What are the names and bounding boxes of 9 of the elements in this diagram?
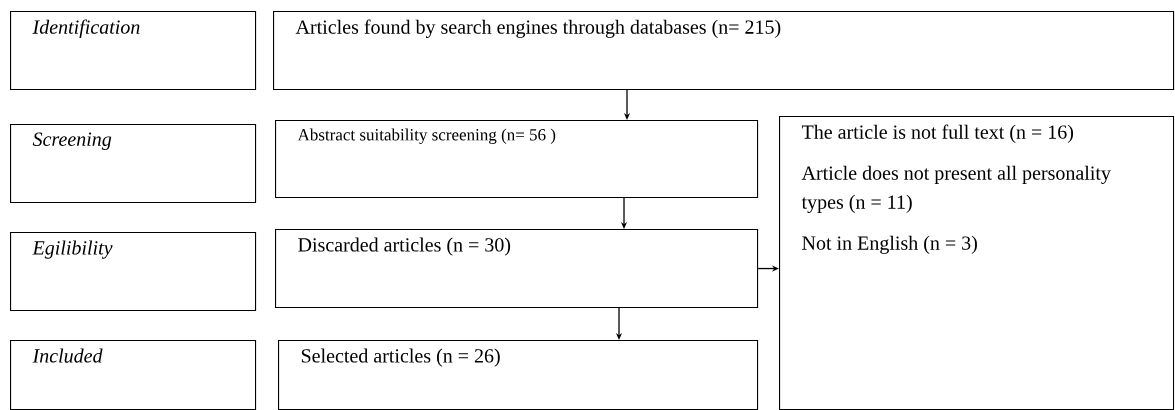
process-box: Articles found by search engines through databases (n= 215) xyxy=(273,11,1175,91)
stage-label-box: Egilibility xyxy=(10,232,257,312)
process-box: Discarded articles (n = 30) xyxy=(275,229,759,309)
process-box: Selected articles (n = 26) xyxy=(278,340,759,410)
stage-label-box: Identification xyxy=(10,11,257,91)
exclusion-box: The article is not full text (n = 16) Article does not present all personality types (n = 11) Not in English (n = 3) xyxy=(779,116,1175,410)
process-box: Abstract suitability screening (n= 56 ) xyxy=(275,120,759,199)
stage-label-box: Included xyxy=(10,340,257,410)
stage-label-box: Screening xyxy=(10,124,257,204)
